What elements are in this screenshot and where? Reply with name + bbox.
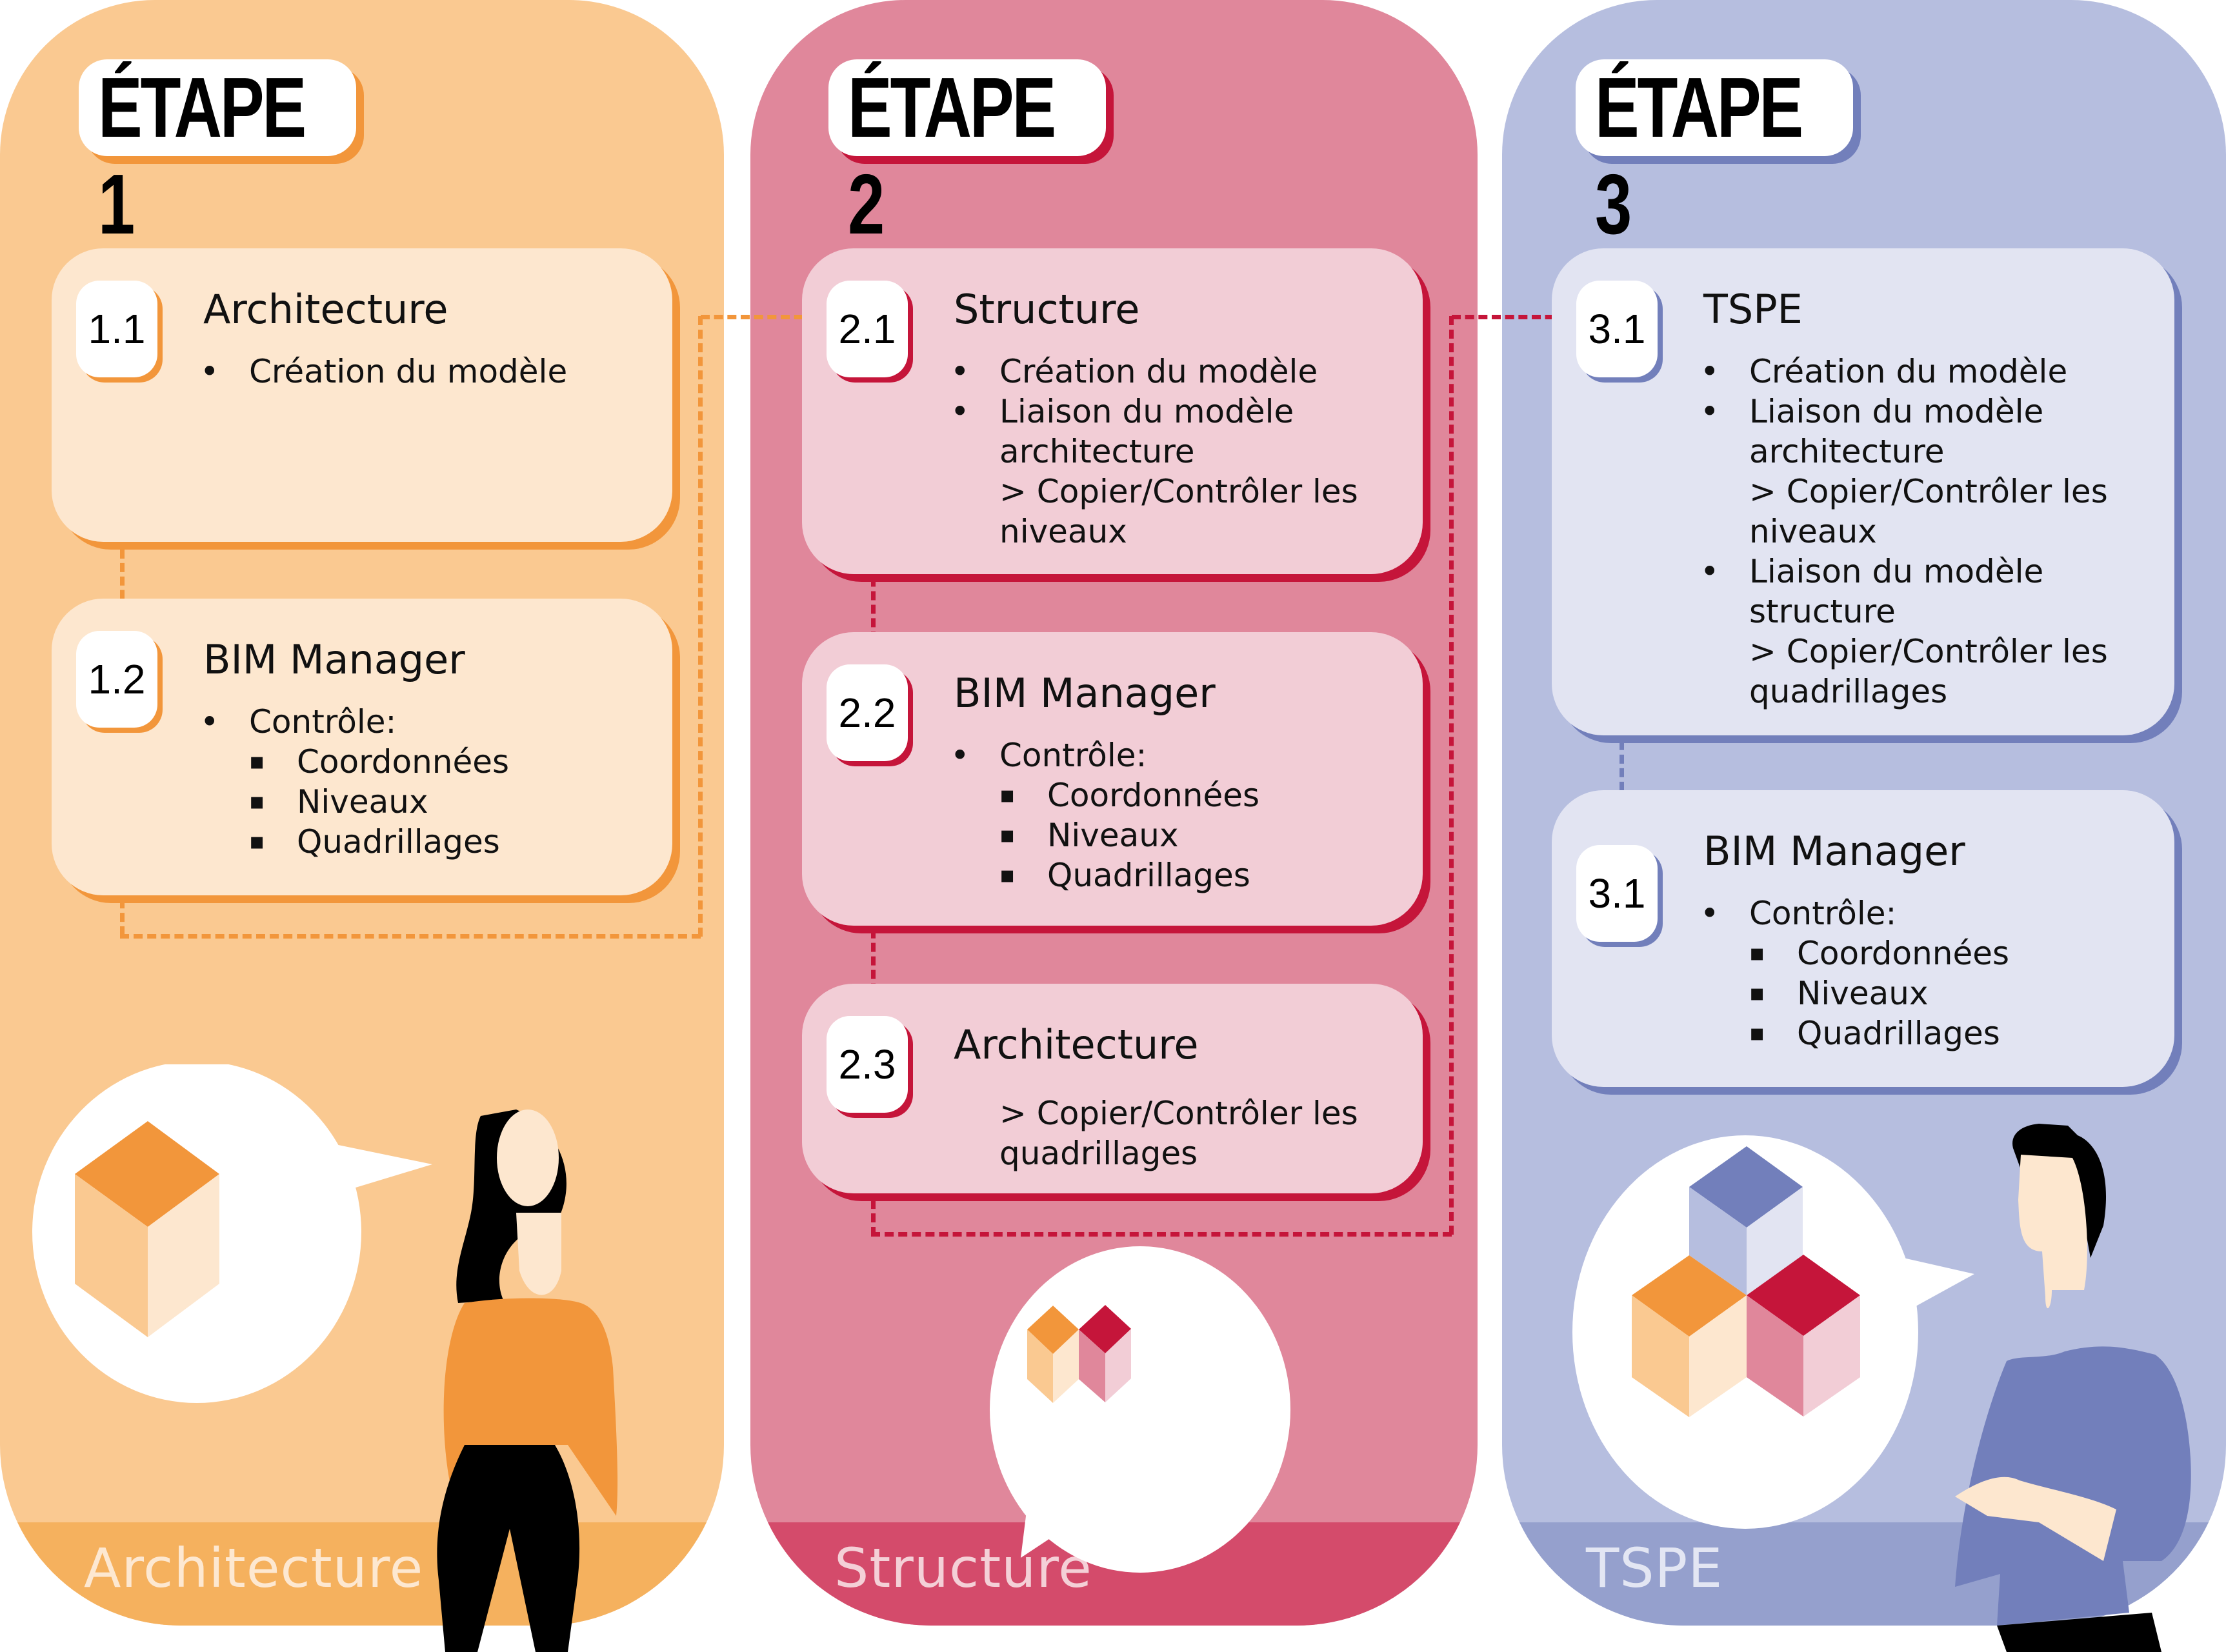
connector-2-to-3 — [1452, 315, 1581, 319]
stage-2-heading-text: ÉTAPE 2 — [848, 60, 1056, 252]
task-card-2-1: 2.1 Structure Création du modèleLiaison … — [802, 248, 1423, 574]
card-title: TSPE — [1703, 286, 1803, 333]
list-item: Création du modèle — [950, 352, 1397, 392]
stage-3-heading-text: ÉTAPE 3 — [1595, 60, 1803, 252]
list-item: Contrôle: — [950, 735, 1397, 775]
stage-1-heading: ÉTAPE 1 — [79, 59, 356, 252]
step-number-badge: 2.3 — [827, 1016, 908, 1113]
card-title: Architecture — [954, 1021, 1199, 1068]
connector-2-bottom — [871, 1232, 1452, 1237]
connector-1-right — [698, 316, 703, 937]
card-items: Contrôle:CoordonnéesNiveauxQuadrillages — [1700, 893, 2149, 1053]
step-number-badge: 2.1 — [827, 281, 908, 377]
task-card-3-1-bim: 3.1 BIM Manager Contrôle:CoordonnéesNive… — [1552, 790, 2174, 1087]
step-number-badge: 1.2 — [76, 631, 157, 728]
list-item: Contrôle: — [1700, 893, 2149, 933]
list-note: > Copier/Contrôler les niveaux — [1749, 473, 2108, 550]
card-items: Création du modèleLiaison du modèle arch… — [950, 352, 1397, 552]
man-figure — [1955, 1124, 2191, 1652]
list-note: > Copier/Contrôler les quadrillages — [999, 1095, 1358, 1172]
list-note: > Copier/Contrôler les quadrillages — [1749, 633, 2108, 710]
stage-1-footer-label: Architecture — [84, 1537, 424, 1600]
man-explaining-illustration — [1572, 1124, 2191, 1652]
card-title: BIM Manager — [1703, 828, 1965, 875]
card-items: Création du modèle — [200, 352, 647, 392]
sub-list-item: Niveaux — [950, 815, 1397, 855]
sub-list-item: Niveaux — [200, 782, 647, 822]
card-items: > Copier/Contrôler les quadrillages — [950, 1093, 1397, 1173]
step-number-badge: 3.1 — [1576, 845, 1658, 942]
list-item: Liaison du modèle structure — [1700, 552, 2149, 632]
card-title: BIM Manager — [203, 636, 465, 683]
task-card-2-2: 2.2 BIM Manager Contrôle:CoordonnéesNive… — [802, 632, 1423, 926]
sub-list-item: Quadrillages — [1700, 1013, 2149, 1053]
card-items: Création du modèleLiaison du modèle arch… — [1700, 352, 2149, 712]
cube-icon-red — [1079, 1305, 1131, 1402]
list-item: Liaison du modèle architecture — [950, 392, 1397, 472]
cube-icon-orange — [1632, 1255, 1747, 1417]
cube-icon-orange — [1027, 1306, 1079, 1403]
stage-1-heading-text: ÉTAPE 1 — [98, 60, 306, 252]
list-note: > Copier/Contrôler les niveaux — [999, 473, 1358, 550]
two-cubes-bubble-illustration — [990, 1246, 1290, 1573]
stage-1-footer: Architecture — [0, 1522, 724, 1626]
speech-bubble-2 — [990, 1246, 1290, 1573]
list-item: Création du modèle — [200, 352, 647, 392]
card-items: Contrôle:CoordonnéesNiveauxQuadrillages — [200, 702, 647, 862]
sub-list-item: Quadrillages — [950, 855, 1397, 895]
stage-3-heading: ÉTAPE 3 — [1576, 59, 1853, 252]
task-card-3-1-tspe: 3.1 TSPE Création du modèleLiaison du mo… — [1552, 248, 2174, 735]
task-card-2-3: 2.3 Architecture > Copier/Contrôler les … — [802, 984, 1423, 1193]
list-item: Contrôle: — [200, 702, 647, 742]
connector-1-to-2 — [701, 315, 830, 319]
stage-2-heading: ÉTAPE 2 — [828, 59, 1106, 252]
stage-2-footer-label: Structure — [834, 1537, 1092, 1600]
cube-icon-blue — [1689, 1146, 1803, 1295]
task-card-1-2: 1.2 BIM Manager Contrôle:CoordonnéesNive… — [52, 599, 672, 895]
stage-3-footer-label: TSPE — [1586, 1537, 1723, 1600]
card-items: Contrôle:CoordonnéesNiveauxQuadrillages — [950, 735, 1397, 895]
sub-list-item: Coordonnées — [950, 775, 1397, 815]
card-title: BIM Manager — [954, 670, 1216, 717]
connector-2-right — [1449, 316, 1454, 1235]
sub-list-item: Coordonnées — [1700, 933, 2149, 973]
connector-1-bottom — [120, 934, 701, 939]
step-number-badge: 2.2 — [827, 664, 908, 761]
woman-thinking-illustration — [32, 1064, 618, 1652]
card-title: Architecture — [203, 286, 448, 333]
sub-list-item: Coordonnées — [200, 742, 647, 782]
sub-list-item: Niveaux — [1700, 973, 2149, 1013]
list-item: Liaison du modèle architecture — [1700, 392, 2149, 472]
step-number-badge: 3.1 — [1576, 281, 1658, 377]
cube-icon-orange — [75, 1121, 219, 1337]
task-card-1-1: 1.1 Architecture Création du modèle — [52, 248, 672, 542]
woman-figure — [437, 1110, 618, 1652]
sub-list-item: Quadrillages — [200, 822, 647, 862]
list-item: Création du modèle — [1700, 352, 2149, 392]
card-title: Structure — [954, 286, 1140, 333]
cube-icon-red — [1747, 1255, 1860, 1417]
step-number-badge: 1.1 — [76, 281, 157, 377]
